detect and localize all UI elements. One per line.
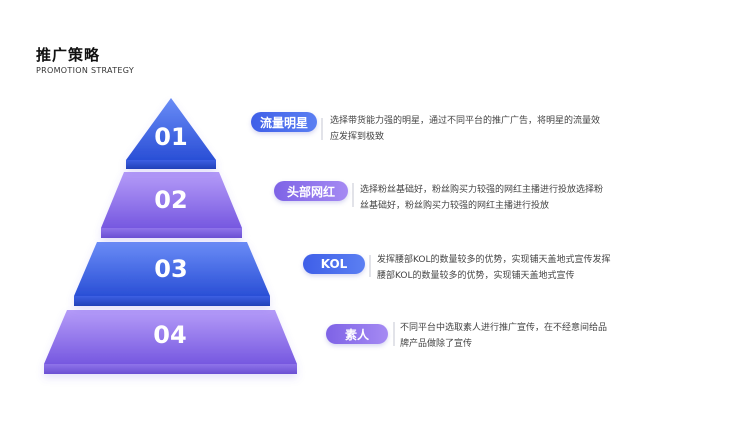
tier-description-3: 发挥腰部KOL的数量较多的优势，实现铺天盖地式宣传发挥 腰部KOL的数量较多的优… — [377, 252, 697, 284]
tier-description-3-line-1: 发挥腰部KOL的数量较多的优势，实现铺天盖地式宣传发挥 — [377, 255, 611, 265]
tier-label-pill-4: 素人 — [326, 324, 388, 344]
tier-description-3-line-2: 腰部KOL的数量较多的优势，实现铺天盖地式宣传 — [377, 271, 575, 281]
tier-label-pill-3: KOL — [303, 254, 365, 274]
pyramid-tier-3 — [74, 242, 270, 306]
tier-label-pill-1: 流量明星 — [251, 112, 317, 132]
tier-description-2-line-1: 选择粉丝基础好，粉丝购买力较强的网红主播进行投放选择粉 — [360, 185, 604, 195]
tier-description-2: 选择粉丝基础好，粉丝购买力较强的网红主播进行投放选择粉 丝基础好，粉丝购买力较强… — [360, 182, 690, 214]
page-title: 推广策略 — [36, 46, 101, 64]
page-subtitle: PROMOTION STRATEGY — [36, 66, 135, 75]
pyramid-tier-4 — [44, 310, 297, 374]
tier-description-1-line-2: 应发挥到极致 — [330, 132, 385, 142]
tier-description-4: 不同平台中选取素人进行推广宣传，在不经意间给品 牌产品做除了宣传 — [400, 320, 700, 352]
tier-label-pill-2: 头部网红 — [274, 181, 348, 201]
tier-number-2: 02 — [154, 186, 187, 214]
tier-number-3: 03 — [154, 255, 187, 283]
tier-description-1: 选择带货能力强的明星，通过不同平台的推广广告，将明星的流量效 应发挥到极致 — [330, 113, 680, 145]
tier-description-4-line-2: 牌产品做除了宣传 — [400, 339, 473, 349]
tier-description-2-line-2: 丝基础好，粉丝购买力较强的网红主播进行投放 — [360, 201, 550, 211]
tier-description-4-line-1: 不同平台中选取素人进行推广宣传，在不经意间给品 — [400, 323, 608, 333]
tier-number-4: 04 — [153, 321, 186, 349]
pyramid-tier-1 — [126, 98, 216, 169]
tier-description-1-line-1: 选择带货能力强的明星，通过不同平台的推广广告，将明星的流量效 — [330, 116, 601, 126]
pyramid-tier-2 — [101, 172, 242, 238]
tier-number-1: 01 — [154, 123, 187, 151]
